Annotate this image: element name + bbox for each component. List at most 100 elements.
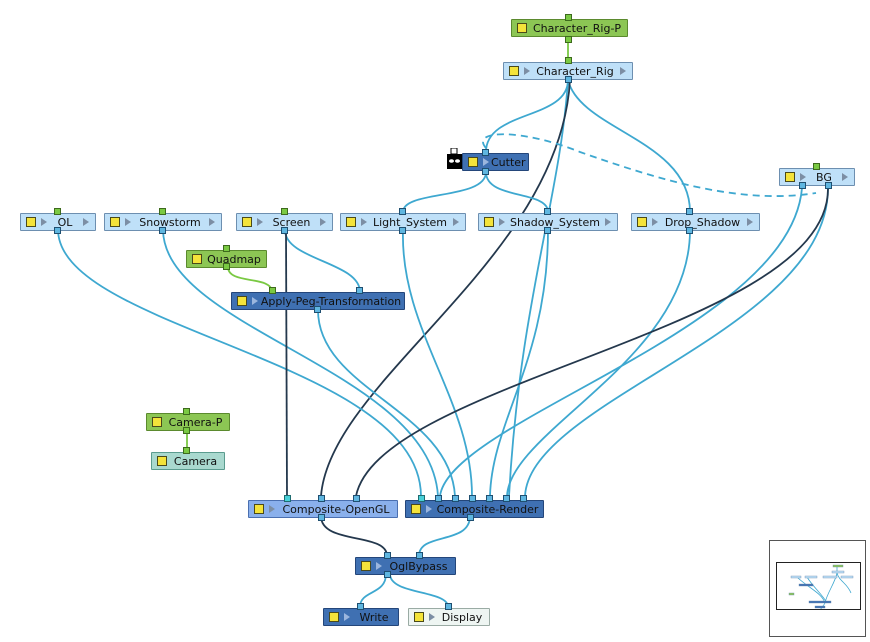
enable-checkbox-icon[interactable] — [192, 254, 202, 264]
output-port[interactable] — [223, 263, 230, 270]
output-port[interactable] — [686, 227, 693, 234]
expand-arrow-icon[interactable] — [524, 67, 530, 75]
input-port[interactable] — [281, 208, 288, 215]
enable-checkbox-icon[interactable] — [329, 612, 339, 622]
enable-checkbox-icon[interactable] — [157, 456, 167, 466]
expand-arrow-icon[interactable] — [320, 218, 326, 226]
input-port[interactable] — [284, 495, 291, 502]
expand-arrow-icon[interactable] — [800, 173, 806, 181]
input-port[interactable] — [452, 495, 459, 502]
expand-arrow-icon[interactable] — [83, 218, 89, 226]
input-port[interactable] — [482, 149, 489, 156]
output-port[interactable] — [482, 168, 489, 175]
enable-checkbox-icon[interactable] — [237, 296, 247, 306]
input-port[interactable] — [445, 603, 452, 610]
enable-checkbox-icon[interactable] — [414, 612, 424, 622]
expand-arrow-icon[interactable] — [453, 218, 459, 226]
input-port[interactable] — [435, 495, 442, 502]
expand-arrow-icon[interactable] — [41, 218, 47, 226]
output-port[interactable] — [159, 227, 166, 234]
enable-checkbox-icon[interactable] — [26, 217, 36, 227]
node-ol[interactable]: OL — [20, 213, 96, 231]
enable-checkbox-icon[interactable] — [785, 172, 795, 182]
expand-arrow-icon[interactable] — [257, 218, 263, 226]
node-view-navigator[interactable] — [769, 540, 866, 637]
input-port[interactable] — [223, 245, 230, 252]
node-display[interactable]: Display — [408, 608, 490, 626]
input-port[interactable] — [686, 208, 693, 215]
enable-checkbox-icon[interactable] — [346, 217, 356, 227]
node-quadmap[interactable]: Quadmap — [186, 250, 267, 268]
expand-arrow-icon[interactable] — [747, 218, 753, 226]
node-cutter[interactable]: Cutter — [462, 153, 529, 171]
navigator-viewport[interactable] — [776, 562, 861, 610]
input-port[interactable] — [544, 208, 551, 215]
expand-arrow-icon[interactable] — [429, 613, 435, 621]
input-port[interactable] — [357, 603, 364, 610]
node-oglbypass[interactable]: OglBypass — [355, 557, 456, 575]
output-port[interactable] — [318, 514, 325, 521]
enable-checkbox-icon[interactable] — [468, 157, 478, 167]
input-port[interactable] — [813, 163, 820, 170]
output-port[interactable] — [384, 571, 391, 578]
enable-checkbox-icon[interactable] — [254, 504, 264, 514]
input-port[interactable] — [399, 208, 406, 215]
expand-arrow-icon[interactable] — [483, 158, 489, 166]
output-port[interactable] — [544, 227, 551, 234]
input-port[interactable] — [356, 287, 363, 294]
expand-arrow-icon[interactable] — [361, 218, 367, 226]
output-port[interactable] — [314, 306, 321, 313]
node-write[interactable]: Write — [323, 608, 399, 626]
output-port[interactable] — [799, 182, 806, 189]
expand-arrow-icon[interactable] — [376, 562, 382, 570]
input-port[interactable] — [353, 495, 360, 502]
output-port[interactable] — [565, 14, 572, 21]
input-port[interactable] — [159, 208, 166, 215]
enable-checkbox-icon[interactable] — [110, 217, 120, 227]
enable-checkbox-icon[interactable] — [484, 217, 494, 227]
enable-checkbox-icon[interactable] — [637, 217, 647, 227]
enable-checkbox-icon[interactable] — [361, 561, 371, 571]
expand-arrow-icon[interactable] — [344, 613, 350, 621]
expand-arrow-icon[interactable] — [605, 218, 611, 226]
node-bg[interactable]: BG — [779, 168, 855, 186]
output-port[interactable] — [825, 182, 832, 189]
enable-checkbox-icon[interactable] — [411, 504, 421, 514]
enable-checkbox-icon[interactable] — [517, 23, 527, 33]
node-camera[interactable]: Camera — [151, 452, 225, 470]
output-port[interactable] — [565, 36, 572, 43]
expand-arrow-icon[interactable] — [620, 67, 626, 75]
expand-arrow-icon[interactable] — [252, 297, 258, 305]
node-drop-shadow[interactable]: Drop_Shadow — [631, 213, 760, 231]
input-port[interactable] — [384, 552, 391, 559]
output-port[interactable] — [565, 76, 572, 83]
input-port[interactable] — [418, 495, 425, 502]
input-port[interactable] — [318, 495, 325, 502]
expand-arrow-icon[interactable] — [426, 505, 432, 513]
input-port[interactable] — [269, 287, 276, 294]
input-port[interactable] — [486, 495, 493, 502]
enable-checkbox-icon[interactable] — [152, 417, 162, 427]
output-port[interactable] — [183, 427, 190, 434]
input-port[interactable] — [503, 495, 510, 502]
output-port[interactable] — [54, 227, 61, 234]
input-port[interactable] — [54, 208, 61, 215]
expand-arrow-icon[interactable] — [499, 218, 505, 226]
expand-arrow-icon[interactable] — [269, 505, 275, 513]
node-composite-render[interactable]: Composite-Render — [405, 500, 544, 518]
input-port[interactable] — [183, 447, 190, 454]
input-port[interactable] — [565, 57, 572, 64]
output-port[interactable] — [467, 514, 474, 521]
input-port[interactable] — [469, 495, 476, 502]
input-port[interactable] — [183, 408, 190, 415]
expand-arrow-icon[interactable] — [125, 218, 131, 226]
input-port[interactable] — [520, 495, 527, 502]
input-port[interactable] — [416, 552, 423, 559]
expand-arrow-icon[interactable] — [842, 173, 848, 181]
expand-arrow-icon[interactable] — [209, 218, 215, 226]
output-port[interactable] — [281, 227, 288, 234]
enable-checkbox-icon[interactable] — [509, 66, 519, 76]
enable-checkbox-icon[interactable] — [242, 217, 252, 227]
expand-arrow-icon[interactable] — [652, 218, 658, 226]
